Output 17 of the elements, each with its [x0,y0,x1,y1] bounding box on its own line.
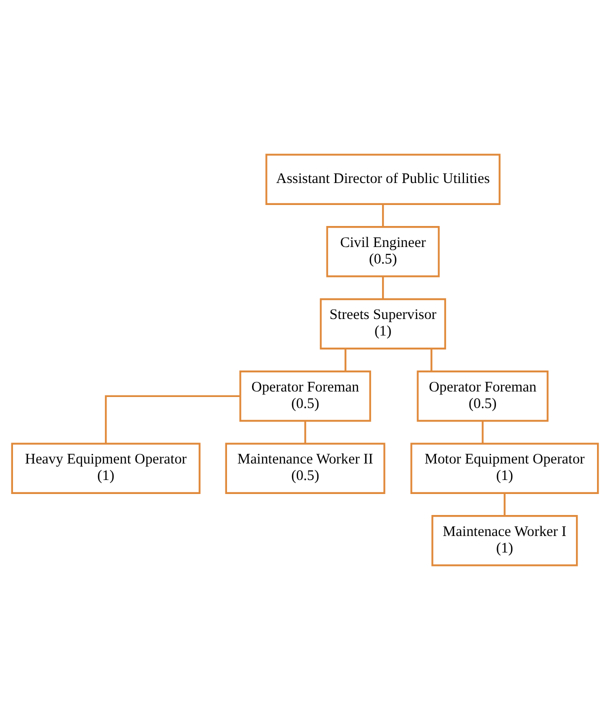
connector [382,276,384,298]
node-box: Motor Equipment Operator (1) [410,442,599,494]
node-box: Maintenance Worker II (0.5) [225,442,386,494]
connector [482,420,484,443]
connector [430,348,432,371]
connector [344,348,346,371]
node-box: Streets Supervisor (1) [320,298,446,349]
connector [382,204,384,226]
node-box: Civil Engineer (0.5) [326,226,440,277]
connector [504,492,506,516]
node-box: Maintenace Worker I (1) [431,514,578,566]
connector [104,394,240,444]
node-box: Assistant Director of Public Utilities [265,153,501,204]
node-box: Operator Foreman (0.5) [416,370,549,422]
node-box: Heavy Equipment Operator (1) [11,442,200,494]
connector [304,420,306,443]
node-box: Operator Foreman (0.5) [239,370,372,422]
